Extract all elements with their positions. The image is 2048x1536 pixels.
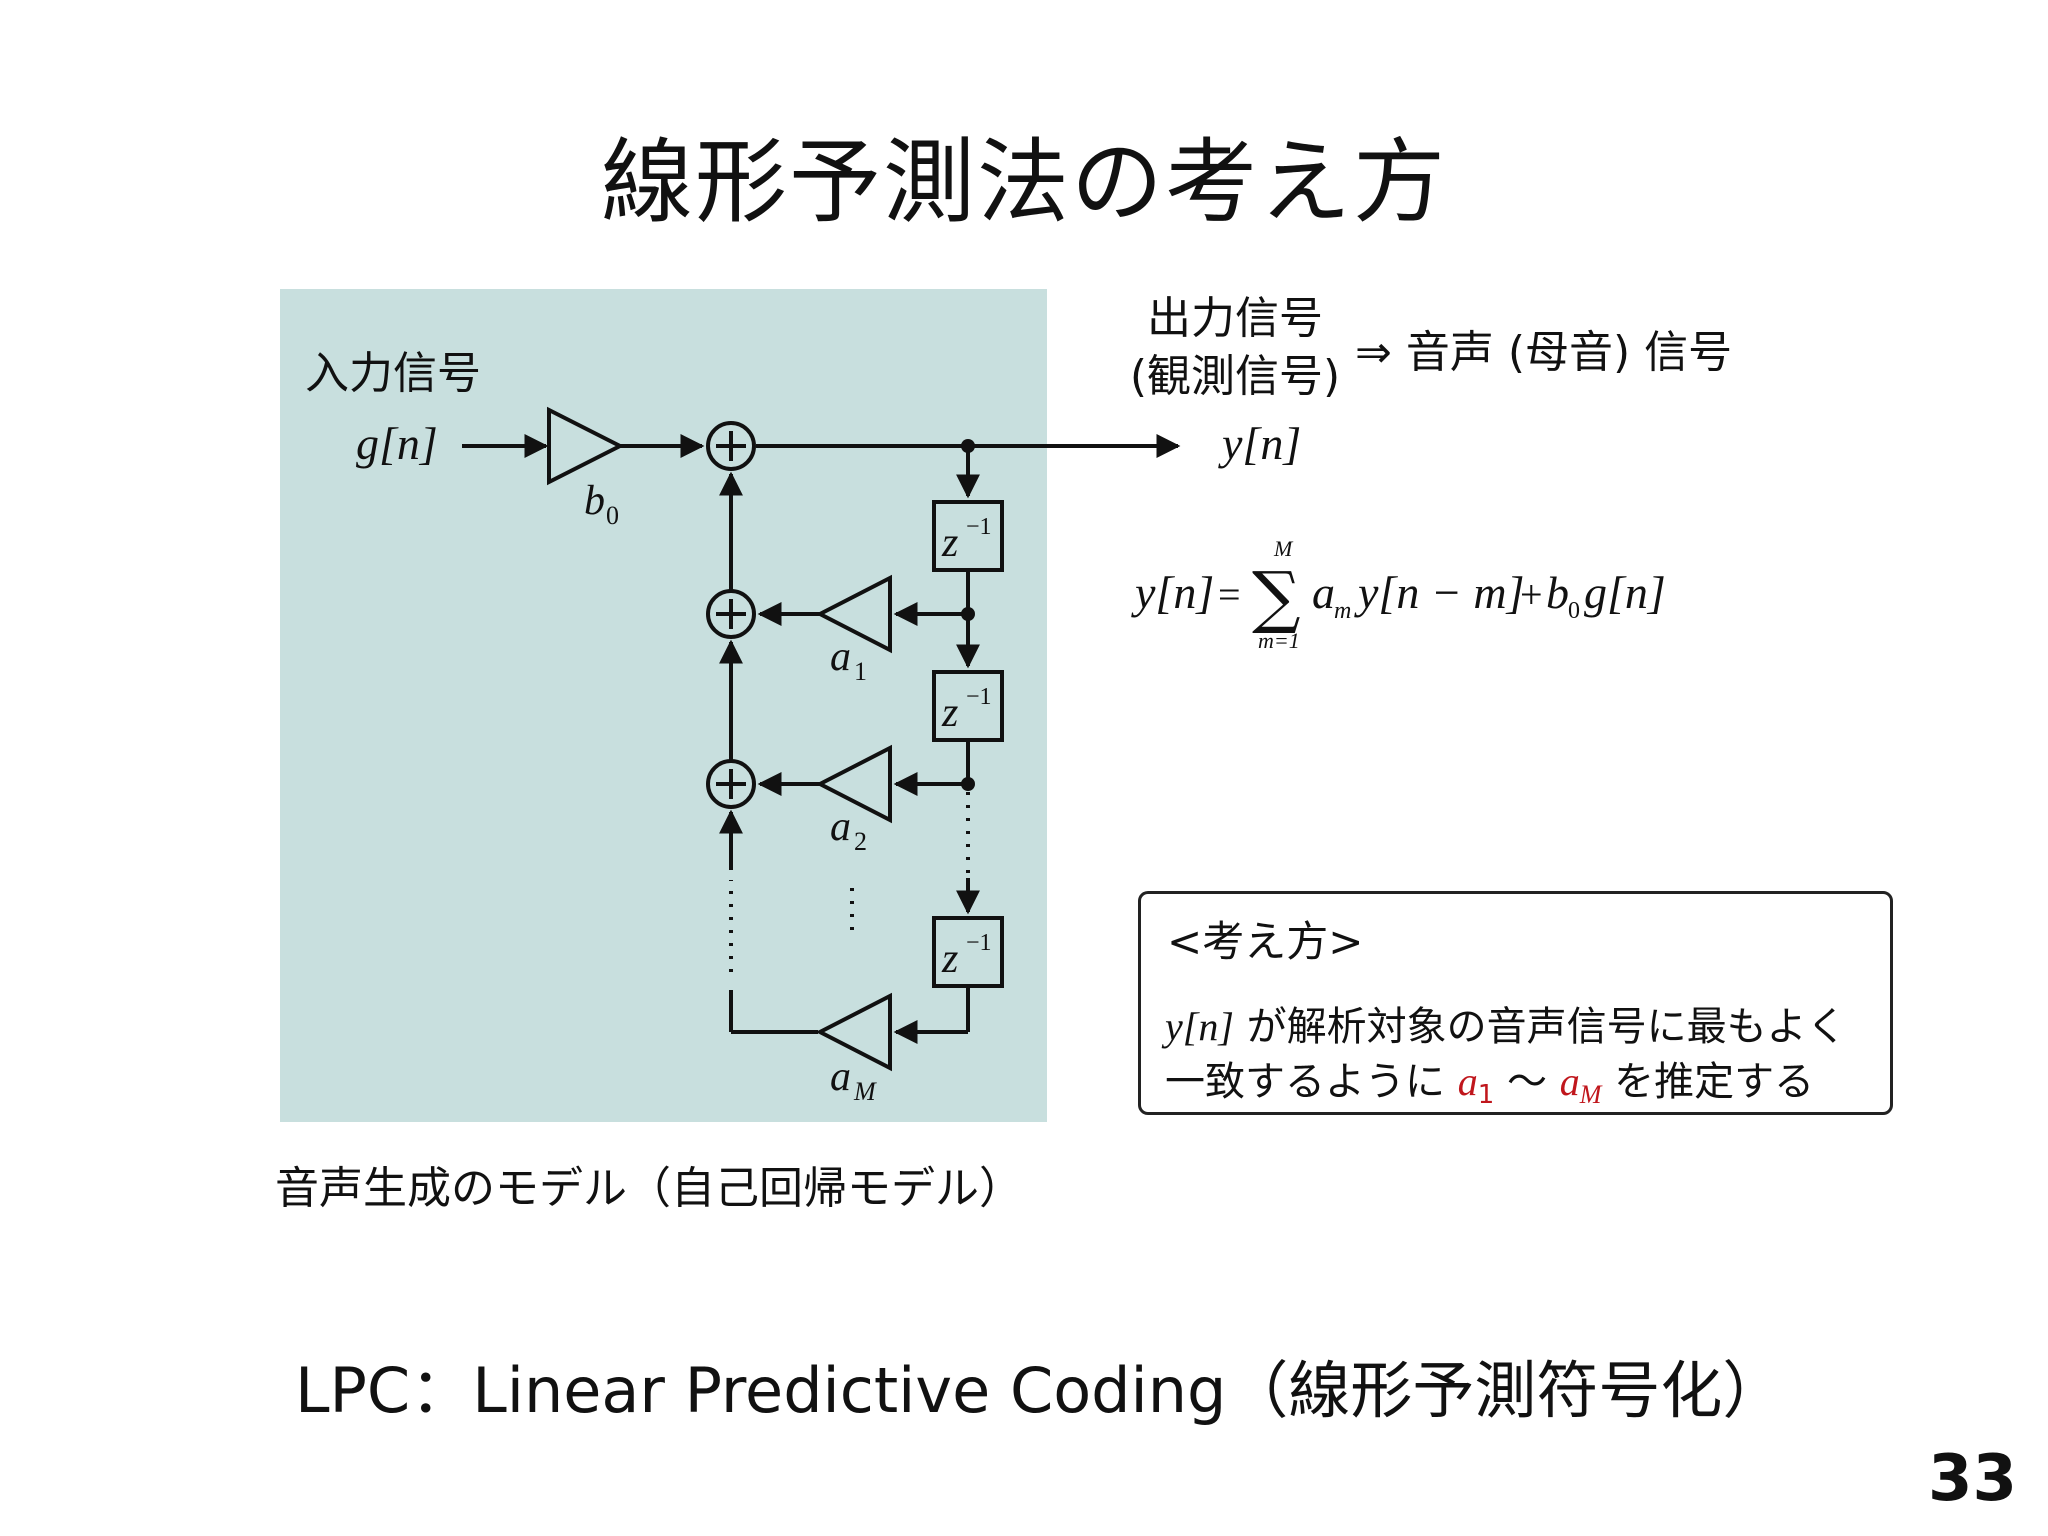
svg-text:m: m xyxy=(1334,598,1351,624)
coef-a1-triangle xyxy=(815,574,892,654)
lpc-definition: LPC：Linear Predictive Coding（線形予測符号化） xyxy=(295,1354,1785,1427)
gain-b0-label: b xyxy=(584,478,605,524)
page-number: 33 xyxy=(1928,1442,2018,1516)
svg-text:+: + xyxy=(1520,572,1543,617)
coef-a1-label: a xyxy=(830,634,851,680)
output-result-label: ⇒ 音声 (母音) 信号 xyxy=(1355,327,1733,378)
svg-text:=: = xyxy=(1218,572,1241,617)
diagram-panel xyxy=(280,289,1047,1122)
diagram-caption: 音声生成のモデル（自己回帰モデル） xyxy=(275,1163,1023,1214)
svg-text:−1: −1 xyxy=(966,514,992,540)
input-label: 入力信号 xyxy=(305,348,481,399)
gain-b0-triangle xyxy=(547,406,625,486)
coef-a2-label: a xyxy=(830,804,851,850)
input-signal-label: g[n] xyxy=(356,418,438,469)
slide-title: 線形予測法の考え方 xyxy=(600,129,1447,236)
idea-box-line-1: y[n] が解析対象の音声信号に最もよく xyxy=(1165,1004,1847,1050)
output-label: 出力信号 (観測信号) xyxy=(1129,293,1341,402)
svg-text:m=1: m=1 xyxy=(1258,628,1300,653)
coef-a2-triangle xyxy=(815,744,892,824)
svg-text:a: a xyxy=(1312,567,1335,618)
idea-box-heading: <考え方> xyxy=(1167,917,1364,966)
svg-text:0: 0 xyxy=(606,501,619,530)
svg-text:y[n − m]: y[n − m] xyxy=(1354,567,1524,618)
coef-aM-triangle xyxy=(815,992,892,1072)
coef-aM-label: a xyxy=(830,1054,851,1100)
svg-text:M: M xyxy=(1273,536,1294,561)
svg-text:1: 1 xyxy=(854,657,867,686)
delay-2-label: z xyxy=(941,690,958,736)
output-signal-label: y[n] xyxy=(1218,418,1301,469)
delay-M-label: z xyxy=(941,936,958,982)
adder-top xyxy=(706,421,756,471)
svg-text:2: 2 xyxy=(854,827,867,856)
svg-text:−1: −1 xyxy=(966,930,992,956)
delay-1-label: z xyxy=(941,520,958,566)
sigma-symbol: ∑ xyxy=(1252,558,1301,637)
idea-box: <考え方> y[n] が解析対象の音声信号に最もよく 一致するように a1 ～ … xyxy=(1138,891,1893,1115)
svg-text:0: 0 xyxy=(1568,598,1580,624)
idea-box-line-2: 一致するように a1 ～ aM を推定する xyxy=(1165,1059,1815,1110)
svg-text:b: b xyxy=(1546,567,1569,618)
equation-lhs: y[n] xyxy=(1131,567,1214,618)
svg-text:−1: −1 xyxy=(966,684,992,710)
svg-text:M: M xyxy=(853,1077,877,1106)
svg-text:g[n]: g[n] xyxy=(1584,567,1666,618)
